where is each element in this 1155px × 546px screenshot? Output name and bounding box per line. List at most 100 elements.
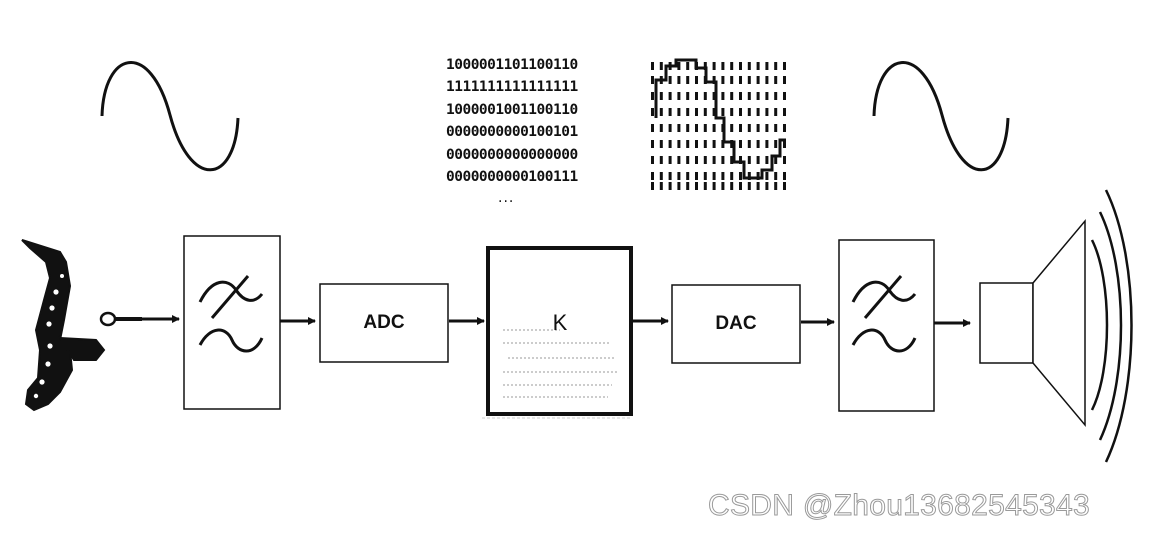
processor-label: K — [552, 310, 568, 335]
sample-tick — [747, 124, 751, 132]
sample-tick — [686, 156, 690, 164]
sample-tick — [783, 92, 786, 100]
saxophone-icon — [21, 239, 106, 412]
sample-tick — [783, 76, 786, 84]
sample-tick — [668, 124, 672, 132]
sample-tick — [730, 140, 734, 148]
sample-tick — [677, 182, 681, 190]
sample-tick — [765, 172, 769, 180]
sample-tick — [651, 172, 654, 180]
sample-tick — [668, 172, 672, 180]
sample-tick — [651, 76, 654, 84]
sample-tick — [774, 76, 778, 84]
microphone-icon — [99, 311, 142, 327]
sample-tick — [783, 62, 786, 70]
sample-tick — [677, 108, 681, 116]
sample-tick — [712, 156, 716, 164]
sample-tick — [703, 140, 707, 148]
sample-tick — [668, 108, 672, 116]
sample-tick — [774, 156, 778, 164]
sample-tick — [695, 92, 698, 100]
sample-tick — [730, 182, 734, 190]
sample-tick — [677, 62, 681, 70]
sample-tick — [783, 182, 786, 190]
sample-tick — [765, 92, 769, 100]
sample-tick — [756, 76, 760, 84]
sample-tick — [756, 62, 760, 70]
sample-tick — [739, 172, 742, 180]
sample-tick — [730, 76, 734, 84]
sample-tick — [695, 76, 698, 84]
output-lowpass-filter — [838, 239, 935, 412]
sample-tick — [712, 182, 716, 190]
sample-tick — [695, 140, 698, 148]
sample-tick — [730, 92, 734, 100]
adc-label: ADC — [363, 312, 405, 333]
sample-tick — [677, 172, 681, 180]
sample-tick — [712, 172, 716, 180]
sample-tick — [721, 92, 725, 100]
sample-tick — [756, 124, 760, 132]
sample-tick — [756, 108, 760, 116]
sample-tick — [703, 156, 707, 164]
sample-tick — [677, 140, 681, 148]
sample-tick — [774, 172, 778, 180]
sample-tick — [747, 76, 751, 84]
sample-tick — [774, 124, 778, 132]
sample-tick — [659, 62, 663, 70]
sample-tick — [739, 92, 742, 100]
sample-tick — [739, 182, 742, 190]
sample-tick — [765, 182, 769, 190]
sample-tick — [668, 76, 672, 84]
binary-row: 0000000000100101 — [446, 124, 578, 141]
sample-tick — [721, 140, 725, 148]
sample-tick — [695, 182, 698, 190]
binary-data-block: 1000001101100110 1111111111111111 100000… — [446, 54, 578, 188]
sample-tick — [765, 156, 769, 164]
sample-tick — [730, 124, 734, 132]
sampled-waveform-grid — [651, 62, 786, 190]
sample-tick — [721, 156, 725, 164]
sample-tick — [730, 108, 734, 116]
dac-label: DAC — [715, 313, 757, 334]
processor-block — [482, 246, 633, 419]
sample-tick — [730, 172, 734, 180]
speaker-icon — [979, 218, 1086, 428]
sample-tick — [721, 182, 725, 190]
sample-tick — [677, 124, 681, 132]
sample-tick — [659, 182, 663, 190]
sample-tick — [651, 62, 654, 70]
binary-row: 0000000000100111 — [446, 169, 578, 186]
sample-tick — [651, 156, 654, 164]
sample-tick — [686, 140, 690, 148]
sample-tick — [712, 108, 716, 116]
sample-tick — [686, 172, 690, 180]
sample-tick — [686, 62, 690, 70]
sample-tick — [756, 92, 760, 100]
sample-tick — [747, 140, 751, 148]
sample-tick — [703, 62, 707, 70]
sample-tick — [659, 172, 663, 180]
sample-tick — [730, 156, 734, 164]
binary-row: 1111111111111111 — [446, 79, 578, 96]
sample-tick — [712, 140, 716, 148]
sample-tick — [668, 140, 672, 148]
sample-tick — [765, 62, 769, 70]
sample-tick — [712, 62, 716, 70]
sound-waves-icon — [1090, 189, 1133, 463]
sample-tick — [747, 92, 751, 100]
sample-tick — [774, 108, 778, 116]
sample-tick — [739, 156, 742, 164]
sample-tick — [747, 156, 751, 164]
sample-tick — [747, 108, 751, 116]
sample-tick — [651, 140, 654, 148]
sample-tick — [721, 76, 725, 84]
sample-tick — [721, 108, 725, 116]
sample-tick — [747, 62, 751, 70]
sample-tick — [686, 108, 690, 116]
sample-tick — [686, 182, 690, 190]
staircase-waveform — [654, 58, 786, 180]
sample-tick — [747, 182, 751, 190]
sample-tick — [756, 140, 760, 148]
